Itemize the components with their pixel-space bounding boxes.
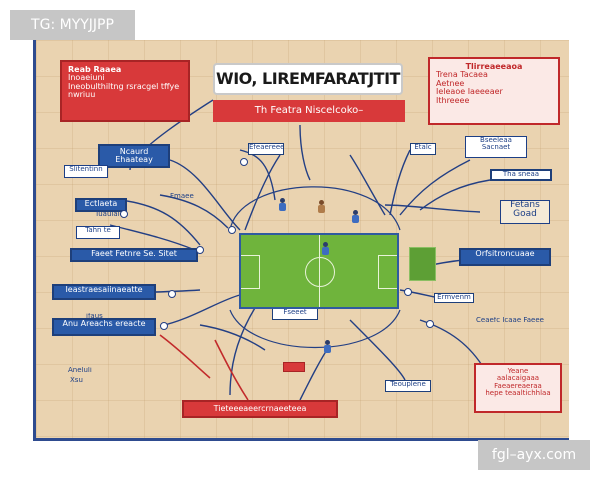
info-line: Ineobulthiltng rsracgel tffye	[68, 81, 180, 91]
connector-node	[120, 210, 128, 218]
info-line: Ieleaoe Iaeeeaer	[436, 87, 503, 97]
info-line: hepe teaaltichhlaa	[485, 389, 551, 398]
info-line: Tlirreaeeaoa	[465, 62, 523, 71]
label-tactics-left-2: Ectlaeta	[75, 198, 127, 212]
diagram-title: WIO, LIREMFARATJTIT	[213, 63, 403, 95]
info-line: Yeane	[507, 367, 529, 375]
mini-pitch	[409, 247, 436, 281]
label-tactics-left-5: Anu Areachs ereacte	[52, 318, 156, 336]
info-line: Inoaeiuni	[68, 73, 105, 83]
diagram-subtitle: Th Featra Niscelcoko–	[213, 100, 405, 122]
label-tactics-right-1: Tha sneaa	[490, 169, 552, 181]
label-plain-left-5: Xsu	[70, 377, 83, 384]
info-box-top-left: Reab Raaea Inoaeiuni Ineobulthiltng rsra…	[60, 60, 190, 122]
connector-node	[404, 288, 412, 296]
player-icon	[316, 200, 326, 214]
label-tactics-left-4: Ieastraesaiinaeatte	[52, 284, 156, 300]
label-plain-right-2: Ceaefc Icaae Faeee	[476, 317, 544, 324]
info-line: Trena Tacaea	[436, 70, 488, 80]
label-tactics-right-4: Etalc	[410, 143, 436, 155]
info-line: Ithreeee	[436, 95, 470, 105]
info-line: nwriuu	[68, 90, 96, 100]
red-marker	[283, 362, 305, 372]
connector-node	[426, 320, 434, 328]
soccer-pitch	[239, 233, 399, 309]
connector-node	[240, 158, 248, 166]
connector-node	[168, 290, 176, 298]
label-tactics-right-7: Teouplene	[385, 380, 431, 392]
label-white-right-1: Bseeleaa Sacnaet	[465, 136, 527, 158]
label-plain-left-1: Fmaee	[170, 193, 194, 200]
info-box-top-right: Tlirreaeeaoa Trena Tacaea Aetnee Ieleaoe…	[428, 57, 560, 125]
label-tactics-right-3: Ermvenm	[434, 293, 474, 303]
bottom-banner: Tieteeeaeercrnaeeteea	[182, 400, 338, 418]
connector-node	[196, 246, 204, 254]
info-line: Reab Raaea	[68, 65, 122, 74]
label-tactics-left-3: Faeet Fetnre Se. Sitet	[70, 248, 198, 262]
watermark-top: TG: MYYJJPP	[10, 10, 135, 40]
info-line: Aetnee	[436, 78, 465, 88]
connector-node	[160, 322, 168, 330]
label-tactics-left-1: Ncaurd Ehaateay	[98, 144, 170, 168]
penalty-box-right	[378, 255, 397, 289]
info-line: aalacaigaaa	[496, 374, 540, 383]
info-box-bottom-right: Yeane aalacaigaaa Faeaereaeraa hepe teaa…	[474, 363, 562, 413]
player-icon	[322, 340, 332, 354]
label-white-left-1: Slitentinn	[64, 165, 108, 178]
label-plain-left-4: Aneluli	[68, 367, 92, 374]
label-plain-right-1: Fetans Goad	[500, 200, 550, 224]
penalty-box-left	[241, 255, 260, 289]
player-icon	[277, 198, 287, 212]
info-line: Faeaereaeraa	[494, 381, 542, 390]
label-plain-left-2: Tuaulalea	[95, 211, 129, 218]
watermark-bottom: fgl–ayx.com	[478, 440, 590, 470]
label-tactics-right-6: Fseeet	[272, 308, 318, 320]
connector-node	[228, 226, 236, 234]
label-tactics-right-2: Orfsitroncuaae	[459, 248, 551, 266]
label-plain-left-3: ifaus	[86, 313, 103, 320]
player-icon	[320, 242, 330, 256]
center-circle	[305, 257, 335, 287]
label-tactics-right-5: Efeaereeel	[248, 143, 284, 155]
player-icon	[350, 210, 360, 224]
label-white-left-2: Tahn te	[76, 226, 120, 239]
